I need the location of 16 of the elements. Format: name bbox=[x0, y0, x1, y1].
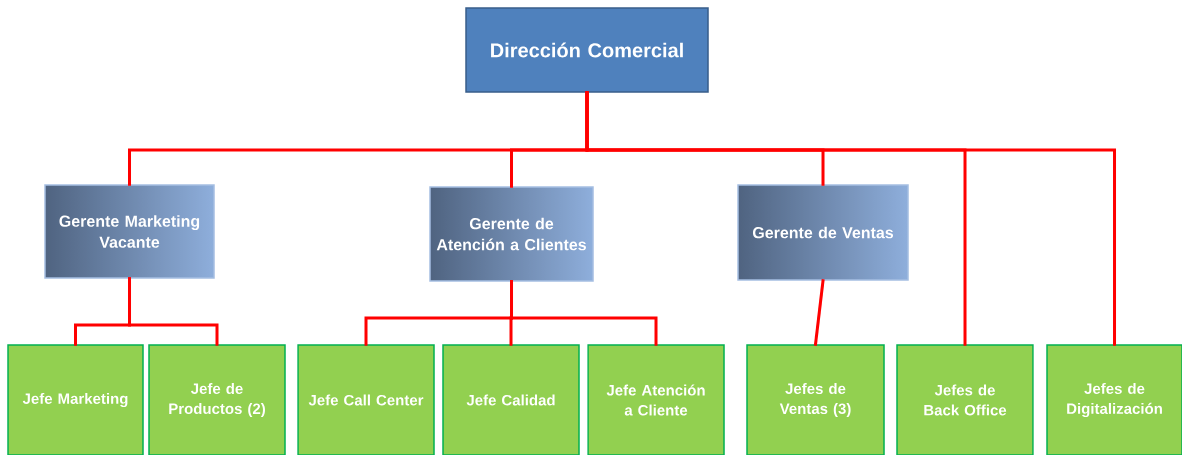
department-box: Jefe Atención a Cliente bbox=[587, 344, 725, 455]
department-box: Jefe Calidad bbox=[442, 344, 580, 455]
connector-line bbox=[585, 91, 1116, 346]
department-box: Jefe Call Center bbox=[297, 344, 435, 455]
manager-box: Gerente de Ventas bbox=[737, 184, 909, 281]
director-box: Dirección Comercial bbox=[465, 7, 709, 93]
connector-line bbox=[814, 279, 825, 346]
department-box: Jefe de Productos (2) bbox=[148, 344, 286, 455]
department-box: Jefes de Back Office bbox=[896, 344, 1034, 455]
manager-box: Gerente Marketing Vacante bbox=[44, 184, 215, 279]
manager-box: Gerente de Atención a Clientes bbox=[429, 186, 594, 282]
department-box: Jefe Marketing bbox=[7, 344, 144, 455]
connector-line bbox=[510, 280, 658, 346]
department-box: Jefes de Digitalización bbox=[1046, 344, 1182, 455]
connector-line bbox=[128, 277, 219, 346]
department-box: Jefes de Ventas (3) bbox=[746, 344, 885, 455]
